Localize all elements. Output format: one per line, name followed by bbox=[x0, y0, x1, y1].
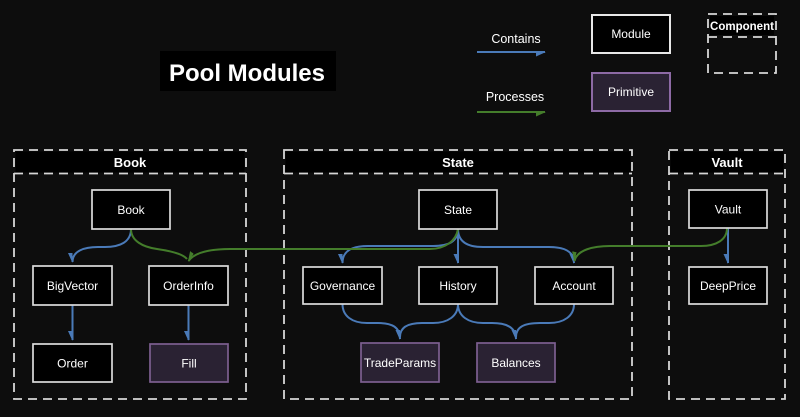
node-vault-label: Vault bbox=[715, 203, 742, 217]
nodes: Book BigVector OrderInfo Order Fill Stat… bbox=[32, 189, 768, 383]
edge-vault-account bbox=[575, 227, 728, 261]
container-state: State bbox=[283, 149, 633, 400]
edges-processes bbox=[130, 227, 728, 261]
legend-module-box: Module bbox=[591, 14, 671, 54]
node-book: Book bbox=[91, 189, 171, 230]
legend-primitive-box: Primitive bbox=[591, 72, 671, 112]
node-state: State bbox=[418, 189, 498, 230]
node-account-label: Account bbox=[552, 279, 596, 293]
edge-book-bigvector bbox=[73, 228, 132, 262]
node-fill: Fill bbox=[149, 343, 229, 383]
node-order: Order bbox=[32, 343, 113, 383]
edge-governance-tradeparams bbox=[341, 303, 401, 339]
edge-state-orderinfo bbox=[187, 228, 459, 261]
node-book-label: Book bbox=[117, 203, 145, 217]
node-history-label: History bbox=[439, 279, 476, 293]
node-governance: Governance bbox=[302, 266, 383, 305]
edge-state-governance bbox=[343, 228, 459, 263]
container-vault: Vault bbox=[668, 149, 786, 400]
page-title: Pool Modules bbox=[169, 60, 325, 87]
node-orderinfo: OrderInfo bbox=[148, 265, 229, 306]
node-bigvector: BigVector bbox=[32, 265, 113, 306]
legend-contains-label: Contains bbox=[491, 32, 540, 46]
node-balances: Balances bbox=[476, 342, 556, 383]
container-state-title: State bbox=[442, 155, 474, 170]
node-account: Account bbox=[534, 266, 614, 305]
node-deepprice: DeepPrice bbox=[688, 266, 768, 305]
edge-state-account bbox=[457, 228, 575, 263]
node-bigvector-label: BigVector bbox=[47, 279, 98, 293]
node-state-label: State bbox=[444, 203, 472, 217]
legend-processes-label: Processes bbox=[486, 90, 544, 104]
node-fill-label: Fill bbox=[181, 357, 196, 371]
node-vault: Vault bbox=[688, 189, 768, 229]
edge-book-orderinfo bbox=[130, 228, 188, 260]
node-orderinfo-label: OrderInfo bbox=[163, 279, 214, 293]
title-backdrop bbox=[160, 51, 336, 91]
edge-account-balances bbox=[515, 303, 575, 338]
edge-history-balances bbox=[457, 303, 517, 339]
node-history: History bbox=[418, 266, 498, 305]
legend-module-label: Module bbox=[611, 27, 651, 41]
container-vault-title: Vault bbox=[711, 155, 743, 170]
container-book: Book bbox=[13, 149, 247, 400]
edge-history-tradeparams bbox=[399, 303, 459, 338]
node-balances-label: Balances bbox=[491, 356, 540, 370]
node-tradeparams-label: TradeParams bbox=[364, 356, 436, 370]
legend-component-box: Component bbox=[707, 13, 777, 74]
container-book-title: Book bbox=[114, 155, 147, 170]
node-governance-label: Governance bbox=[310, 279, 376, 293]
legend: Contains Processes Module Primitive Comp… bbox=[477, 13, 777, 112]
legend-primitive-label: Primitive bbox=[608, 85, 654, 99]
node-deepprice-label: DeepPrice bbox=[700, 279, 756, 293]
node-tradeparams: TradeParams bbox=[360, 342, 440, 383]
legend-component-label: Component bbox=[710, 21, 774, 33]
node-order-label: Order bbox=[57, 357, 88, 371]
